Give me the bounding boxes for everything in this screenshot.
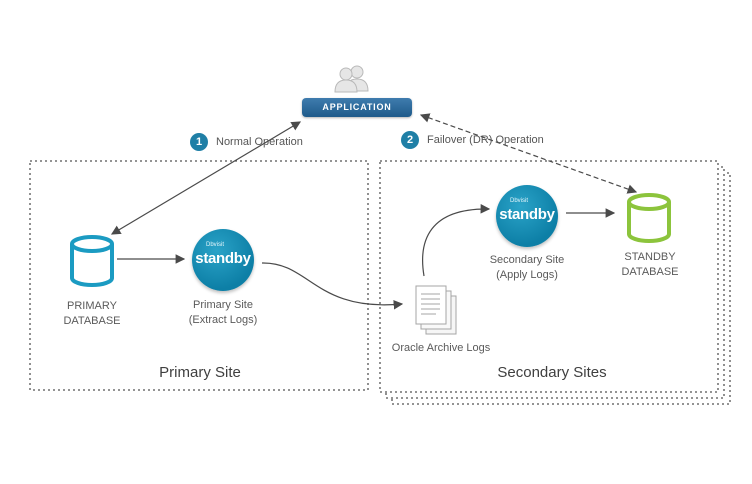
- secondary-site-label: Secondary Site (Apply Logs): [472, 253, 582, 283]
- primary-database-label-line1: PRIMARY: [67, 300, 117, 312]
- secondary-site-label-line2: (Apply Logs): [496, 269, 558, 281]
- application-button: APPLICATION: [302, 98, 412, 117]
- primary-site-label: Primary Site (Extract Logs): [168, 298, 278, 328]
- secondary-standby-logo: Dbvisit standby: [496, 185, 558, 247]
- primary-site-box: [29, 160, 369, 391]
- site-to-archive-arrow: [261, 262, 404, 310]
- primary-standby-logo: Dbvisit standby: [192, 229, 254, 291]
- document-stack-icon: [415, 285, 457, 335]
- standby-database-label: STANDBY DATABASE: [605, 250, 695, 280]
- primary-database-label-line2: DATABASE: [63, 315, 121, 327]
- primary-database-label: PRIMARY DATABASE: [47, 299, 137, 329]
- primary-logo-word: standby: [195, 250, 251, 267]
- primary-database-icon: [70, 235, 114, 287]
- failover-operation-label: Failover (DR) Operation: [427, 134, 544, 146]
- primary-logo-brand: Dbvisit: [206, 242, 225, 248]
- standby-database-label-line2: DATABASE: [621, 266, 679, 278]
- primary-site-label-line2: (Extract Logs): [188, 314, 258, 326]
- standby-database-icon: [627, 193, 671, 243]
- users-icon: [334, 65, 369, 93]
- failover-arrow: [419, 113, 638, 194]
- primary-site-label-line1: Primary Site: [193, 299, 253, 311]
- primary-site-title: Primary Site: [159, 364, 241, 381]
- normal-operation-arrow: [110, 121, 302, 235]
- normal-operation-badge: 1: [190, 133, 208, 151]
- standby-database-label-line1: STANDBY: [624, 251, 676, 263]
- secondary-site-label-line1: Secondary Site: [489, 254, 565, 266]
- normal-operation-label: Normal Operation: [216, 136, 303, 148]
- secondary-logo-brand: Dbvisit: [510, 198, 529, 204]
- secondary-logo-word: standby: [499, 206, 555, 223]
- secondary-sites-title: Secondary Sites: [497, 364, 607, 381]
- archive-to-secondary-arrow: [422, 204, 491, 277]
- failover-operation-badge: 2: [401, 131, 419, 149]
- archive-logs-label: Oracle Archive Logs: [391, 342, 491, 354]
